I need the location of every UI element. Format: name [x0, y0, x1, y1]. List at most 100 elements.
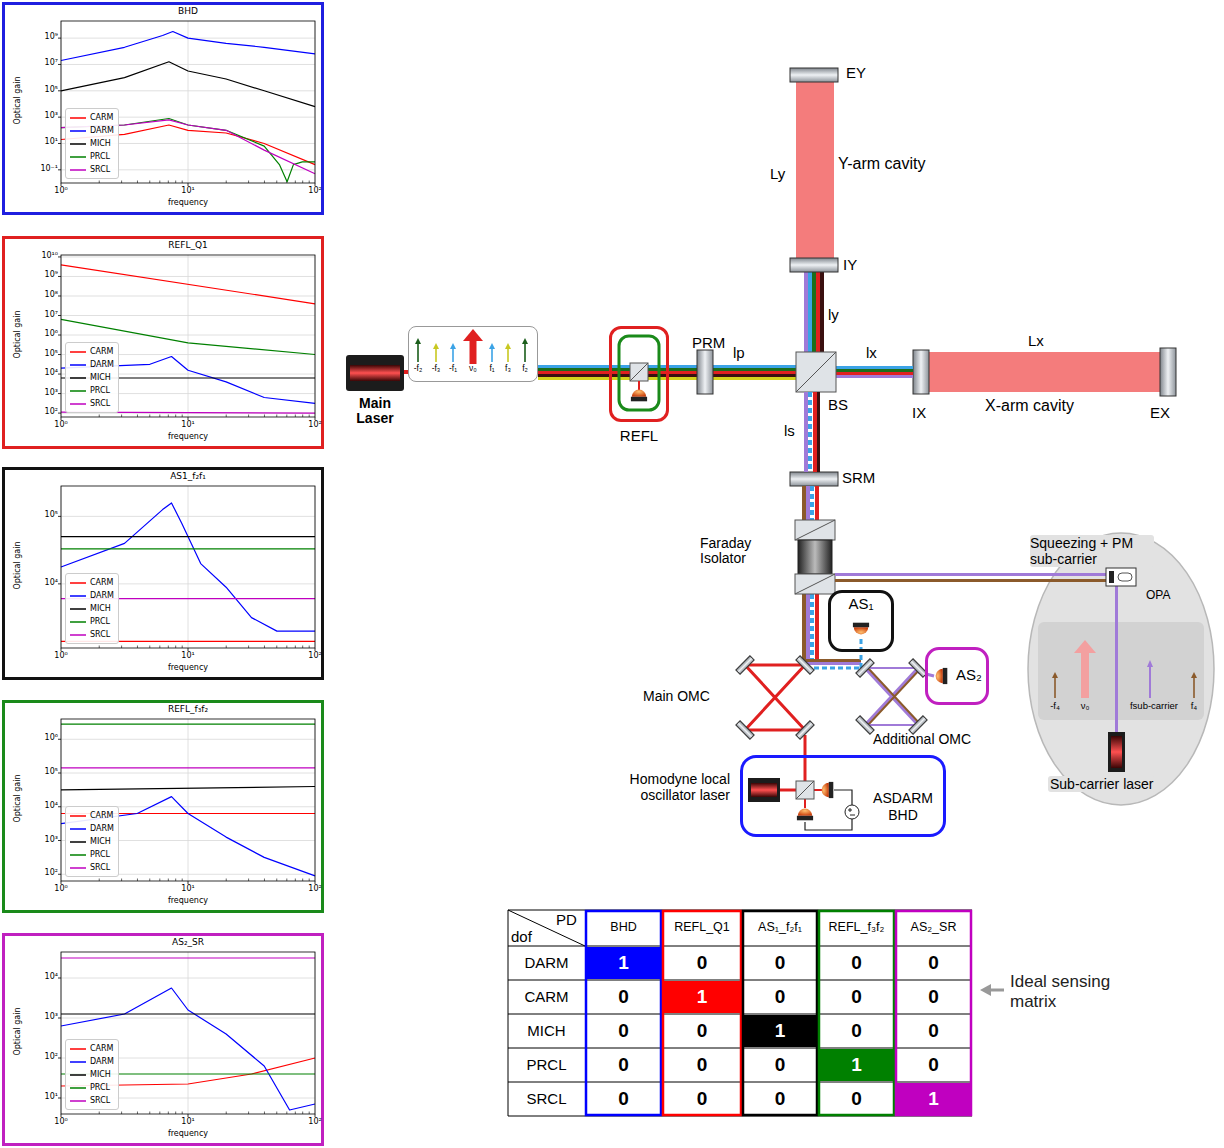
diagram-label: lp	[733, 344, 745, 361]
tick	[315, 1114, 316, 1117]
legend-line	[70, 865, 86, 871]
legend-line	[70, 1087, 86, 1089]
tick	[58, 169, 61, 170]
legend-line	[70, 169, 86, 171]
matrix-value: 0	[742, 986, 818, 1008]
mirror	[913, 350, 929, 394]
matrix-value: 0	[895, 1054, 972, 1076]
matrix-value: 0	[742, 952, 818, 974]
mirror	[697, 350, 713, 394]
mirror	[697, 350, 713, 394]
tick-label: 10⁵	[45, 767, 58, 776]
legend-box: CARMDARMMICHPRCLSRCL	[65, 806, 119, 877]
node-text: Optical gain	[13, 982, 22, 1082]
sideband-arrow	[450, 343, 456, 349]
plot-area	[5, 936, 321, 1143]
legend-row: MICH	[70, 602, 114, 615]
matrix-value: 0	[585, 986, 662, 1008]
tick	[188, 881, 189, 884]
legend-text: SRCL	[90, 863, 110, 872]
tick	[58, 374, 61, 375]
diagram-label: SRM	[842, 469, 875, 486]
table-row-name: DARM	[508, 954, 585, 971]
node-text: REFL_f₃f₂	[61, 704, 315, 714]
legend-row: PRCL	[70, 1081, 114, 1094]
homodyne-readout	[804, 799, 806, 808]
legend-line	[70, 349, 86, 355]
plot-area	[5, 470, 321, 677]
beam-x	[836, 372, 913, 375]
legend-line	[70, 390, 86, 392]
tick	[58, 739, 61, 740]
tick-label: 10²	[300, 651, 330, 660]
legend-text: DARM	[90, 126, 114, 135]
plot-frame	[61, 486, 315, 648]
table-row-name: SRCL	[508, 1090, 585, 1107]
diagram-label: Main OMC	[643, 688, 710, 704]
beam-as	[815, 594, 819, 663]
node-text: frequency	[61, 198, 315, 207]
legend-line	[70, 582, 86, 584]
gain-curve	[61, 120, 315, 174]
main-omc	[796, 721, 814, 739]
legend-row: PRCL	[70, 384, 114, 397]
node-text: REFL	[602, 427, 676, 444]
faraday-isolator	[795, 520, 835, 594]
diagram-label: Y-arm cavity	[838, 155, 925, 173]
legend-text: SRCL	[90, 399, 110, 408]
main-laser	[346, 355, 409, 391]
tick	[315, 183, 316, 186]
beam-y	[820, 272, 824, 352]
legend-line	[70, 154, 86, 160]
legend-row: MICH	[70, 137, 114, 150]
matrix-value: 0	[662, 1088, 742, 1110]
node-text: REFL_Q1	[61, 240, 315, 250]
refl-detector	[619, 336, 659, 410]
legend-line	[70, 115, 86, 121]
sideband-arrow	[433, 343, 439, 349]
legend-row: MICH	[70, 1068, 114, 1081]
diagram-label: BS	[828, 396, 848, 413]
legend-line	[70, 839, 86, 845]
beam-as	[806, 594, 810, 663]
node-text: Optical gain	[13, 51, 22, 151]
as1-detector-box: AS₁	[828, 590, 894, 652]
photodiode	[936, 668, 948, 684]
node-text: Optical gain	[13, 749, 22, 849]
gain-curve	[61, 767, 315, 768]
squeezer-beam	[1115, 586, 1118, 732]
sideband-arrow	[505, 343, 511, 349]
beam-splitter	[796, 352, 836, 392]
tick	[188, 648, 189, 651]
legend-line	[70, 826, 86, 832]
tick	[58, 117, 61, 118]
leader-arrow	[980, 984, 1004, 996]
legend-line	[70, 621, 86, 623]
tick	[58, 354, 61, 355]
omc-beams	[806, 638, 861, 668]
node-text: AS₁	[831, 595, 891, 612]
tick-label: 10²	[300, 420, 330, 429]
refl-detector	[619, 336, 659, 410]
grid-line	[188, 486, 189, 648]
legend-line	[70, 141, 86, 147]
gain-curve	[61, 988, 315, 1110]
diagram-label: IY	[843, 256, 857, 273]
tick	[58, 295, 61, 296]
legend-line	[70, 388, 86, 394]
legend-row: SRCL	[70, 163, 114, 176]
gain-curve	[61, 1013, 315, 1014]
tick	[58, 516, 61, 517]
sideband-arrow	[507, 348, 509, 362]
table-row-name: PRCL	[508, 1056, 585, 1073]
beam-as	[802, 594, 806, 663]
table-header: REFL_Q1	[662, 920, 742, 934]
table-row-name: MICH	[508, 1022, 585, 1039]
diagram-label: Ideal sensing matrix	[1010, 972, 1134, 1011]
diagram-label: OPA	[1146, 588, 1170, 602]
legend-line	[70, 362, 86, 368]
tick-label: 10⁵	[45, 349, 58, 358]
table-header: AS₁_f₂f₁	[742, 920, 818, 934]
plot-panel: AS₂_SROptical gainfrequency10¹10²10³10⁴1…	[2, 933, 324, 1146]
matrix-value: 0	[662, 1054, 742, 1076]
